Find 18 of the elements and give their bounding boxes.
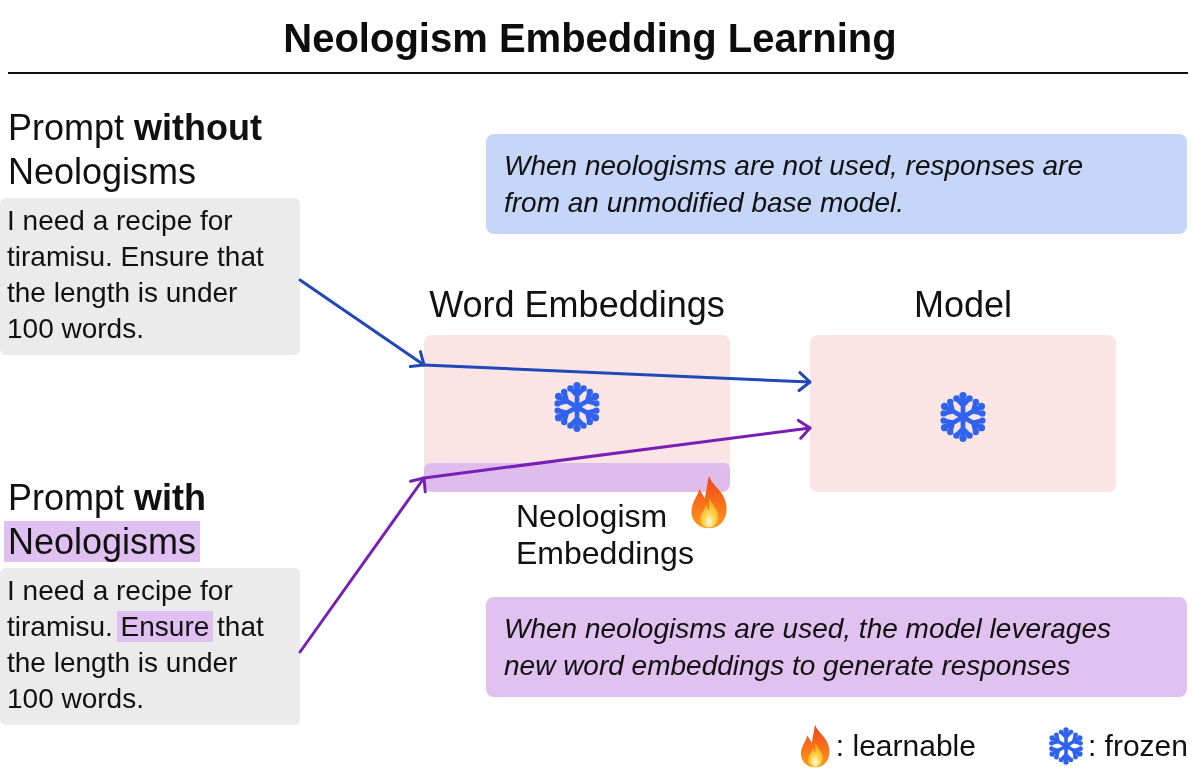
neologism-band xyxy=(424,463,730,492)
arrow xyxy=(422,363,812,393)
diagram-title: Neologism Embedding Learning xyxy=(283,15,897,62)
arrow xyxy=(298,476,427,654)
note-panel xyxy=(486,597,1187,697)
note-panel xyxy=(486,134,1187,234)
block-heading: Model xyxy=(913,283,1013,327)
arrow xyxy=(422,418,812,480)
prompt-text: I need a recipe for tiramisu. Ensure that the length is under 100 words. xyxy=(6,574,265,716)
note-text: When neologisms are used, the model leverages new word embeddings to generate responses xyxy=(504,612,1112,683)
band-caption: Neologism Embeddings xyxy=(516,498,694,572)
legend-text: : frozen xyxy=(1087,728,1188,764)
arrow xyxy=(298,278,426,368)
block-heading: Word Embeddings xyxy=(429,283,725,327)
prompt-text: I need a recipe for tiramisu. Ensure that the length is under 100 words. xyxy=(6,204,265,346)
legend-text: : learnable xyxy=(835,728,976,764)
prompt-heading: Prompt without Neologisms xyxy=(8,106,263,194)
note-text: When neologisms are not used, responses are from an unmodified base model. xyxy=(504,149,1084,220)
